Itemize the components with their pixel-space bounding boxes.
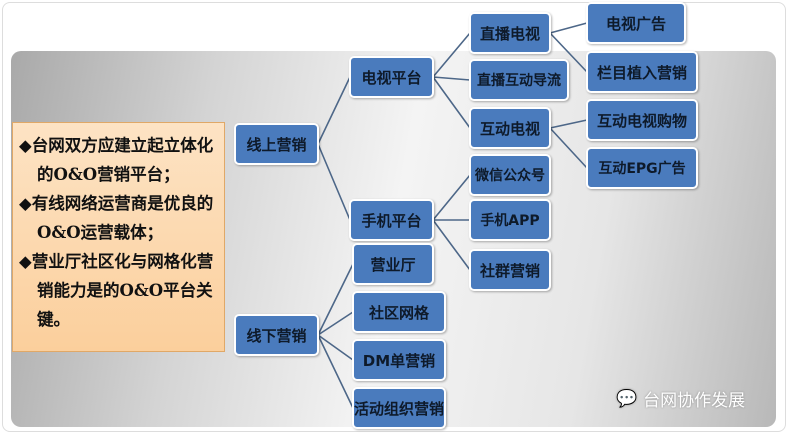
node-online-marketing: 线上营销 <box>234 123 319 165</box>
watermark-text: 台网协作发展 <box>643 391 746 411</box>
node-epg-ads: 互动EPG广告 <box>586 147 698 189</box>
key-point: ◆台网双方应建立起立体化的O&O营销平台； <box>19 136 214 184</box>
node-store: 营业厅 <box>352 243 434 285</box>
node-tv-shopping: 互动电视购物 <box>586 99 698 141</box>
key-points-box: ◆台网双方应建立起立体化的O&O营销平台； ◆有线网络运营商是优良的O&O运营载… <box>12 122 225 352</box>
wechat-icon: 💬 <box>616 388 638 409</box>
node-dm-marketing: DM单营销 <box>352 339 446 381</box>
node-live-interactive: 直播互动导流 <box>469 59 569 101</box>
watermark: 💬 台网协作发展 <box>616 386 746 412</box>
node-tv-platform: 电视平台 <box>349 56 434 98</box>
node-wechat: 微信公众号 <box>469 154 551 196</box>
node-offline-marketing: 线下营销 <box>234 314 319 356</box>
node-mobile-platform: 手机平台 <box>349 199 434 241</box>
node-community-grid: 社区网格 <box>352 291 446 333</box>
node-tv-ads: 电视广告 <box>586 2 686 44</box>
node-interactive-tv: 互动电视 <box>469 107 551 149</box>
node-social-marketing: 社群营销 <box>469 249 551 291</box>
key-point: ◆营业厅社区化与网格化营销能力是的O&O平台关键。 <box>19 252 214 329</box>
node-mobile-app: 手机APP <box>469 199 551 241</box>
key-point: ◆有线网络运营商是优良的O&O运营载体； <box>19 194 214 242</box>
node-live-tv: 直播电视 <box>469 12 551 54</box>
node-event-marketing: 活动组织营销 <box>352 387 446 429</box>
node-program-placement: 栏目植入营销 <box>586 51 698 93</box>
